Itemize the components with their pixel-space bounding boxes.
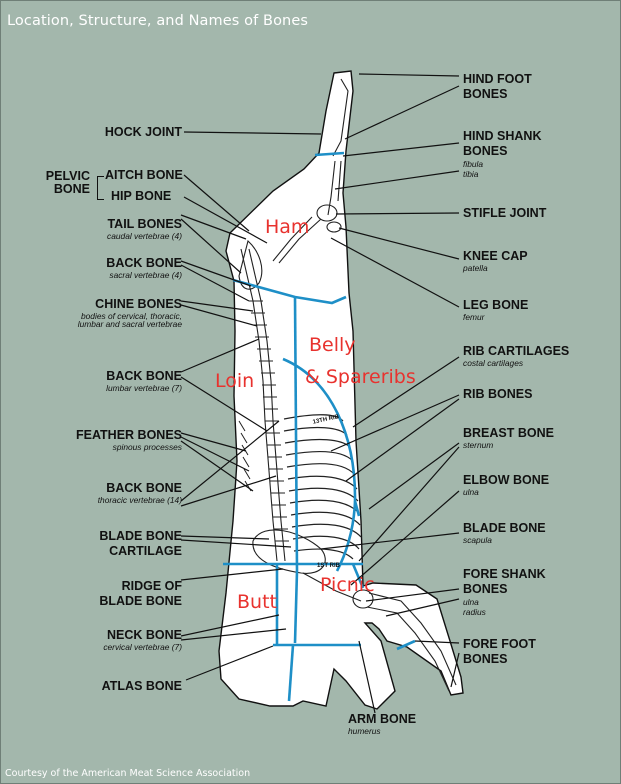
label-rib-bones: RIB BONES [463, 388, 532, 401]
label-pelvic-bone: PELVIC BONE [30, 170, 90, 196]
cut-spareribs: & Spareribs [305, 366, 416, 388]
cut-ham: Ham [265, 216, 309, 238]
label-breast-bone: BREAST BONE sternum [463, 427, 554, 449]
label-blade-bone-cartilage: BLADE BONE CARTILAGE [87, 529, 182, 559]
credit-line: Courtesy of the American Meat Science As… [5, 768, 250, 779]
cut-butt: Butt [237, 591, 277, 613]
label-stifle-joint: STIFLE JOINT [463, 207, 546, 220]
label-leg-bone: LEG BONE femur [463, 299, 528, 321]
rib1-marker: 1ST RIB [317, 555, 340, 571]
label-fore-shank-bones: FORE SHANK BONES ulna radius [463, 567, 563, 616]
label-arm-bone: ARM BONE humerus [348, 713, 416, 735]
label-atlas-bone: ATLAS BONE [12, 680, 182, 693]
label-hind-foot-bones: HIND FOOT BONES [463, 72, 563, 102]
cut-picnic: Picnic [320, 574, 375, 596]
label-hind-shank-bones: HIND SHANK BONES fibula tibia [463, 129, 575, 178]
label-aitch-bone: AITCH BONE [105, 169, 183, 182]
label-tail-bones: TAIL BONES caudal vertebrae (4) [12, 218, 182, 240]
label-ridge-of-blade-bone: RIDGE OF BLADE BONE [92, 579, 182, 609]
label-neck-bone: NECK BONE cervical vertebrae (7) [12, 629, 182, 651]
label-elbow-bone: ELBOW BONE ulna [463, 474, 549, 496]
label-knee-cap: KNEE CAP patella [463, 250, 528, 272]
label-chine-bones: CHINE BONES bodies of cervical, thoracic… [64, 298, 182, 329]
label-feather-bones: FEATHER BONES spinous processes [12, 429, 182, 451]
label-fore-foot-bones: FORE FOOT BONES [463, 637, 563, 667]
cut-loin: Loin [215, 370, 254, 392]
label-back-bone-thoracic: BACK BONE thoracic vertebrae (14) [12, 482, 182, 504]
label-blade-bone: BLADE BONE scapula [463, 522, 546, 544]
label-back-bone-sacral: BACK BONE sacral vertebrae (4) [12, 257, 182, 279]
label-hock-joint: HOCK JOINT [12, 126, 182, 139]
cut-belly: Belly [309, 334, 356, 356]
pelvic-bracket [97, 176, 104, 200]
label-hip-bone: HIP BONE [111, 190, 171, 203]
label-back-bone-lumbar: BACK BONE lumbar vertebrae (7) [12, 370, 182, 392]
label-rib-cartilages: RIB CARTILAGES costal cartilages [463, 345, 569, 367]
